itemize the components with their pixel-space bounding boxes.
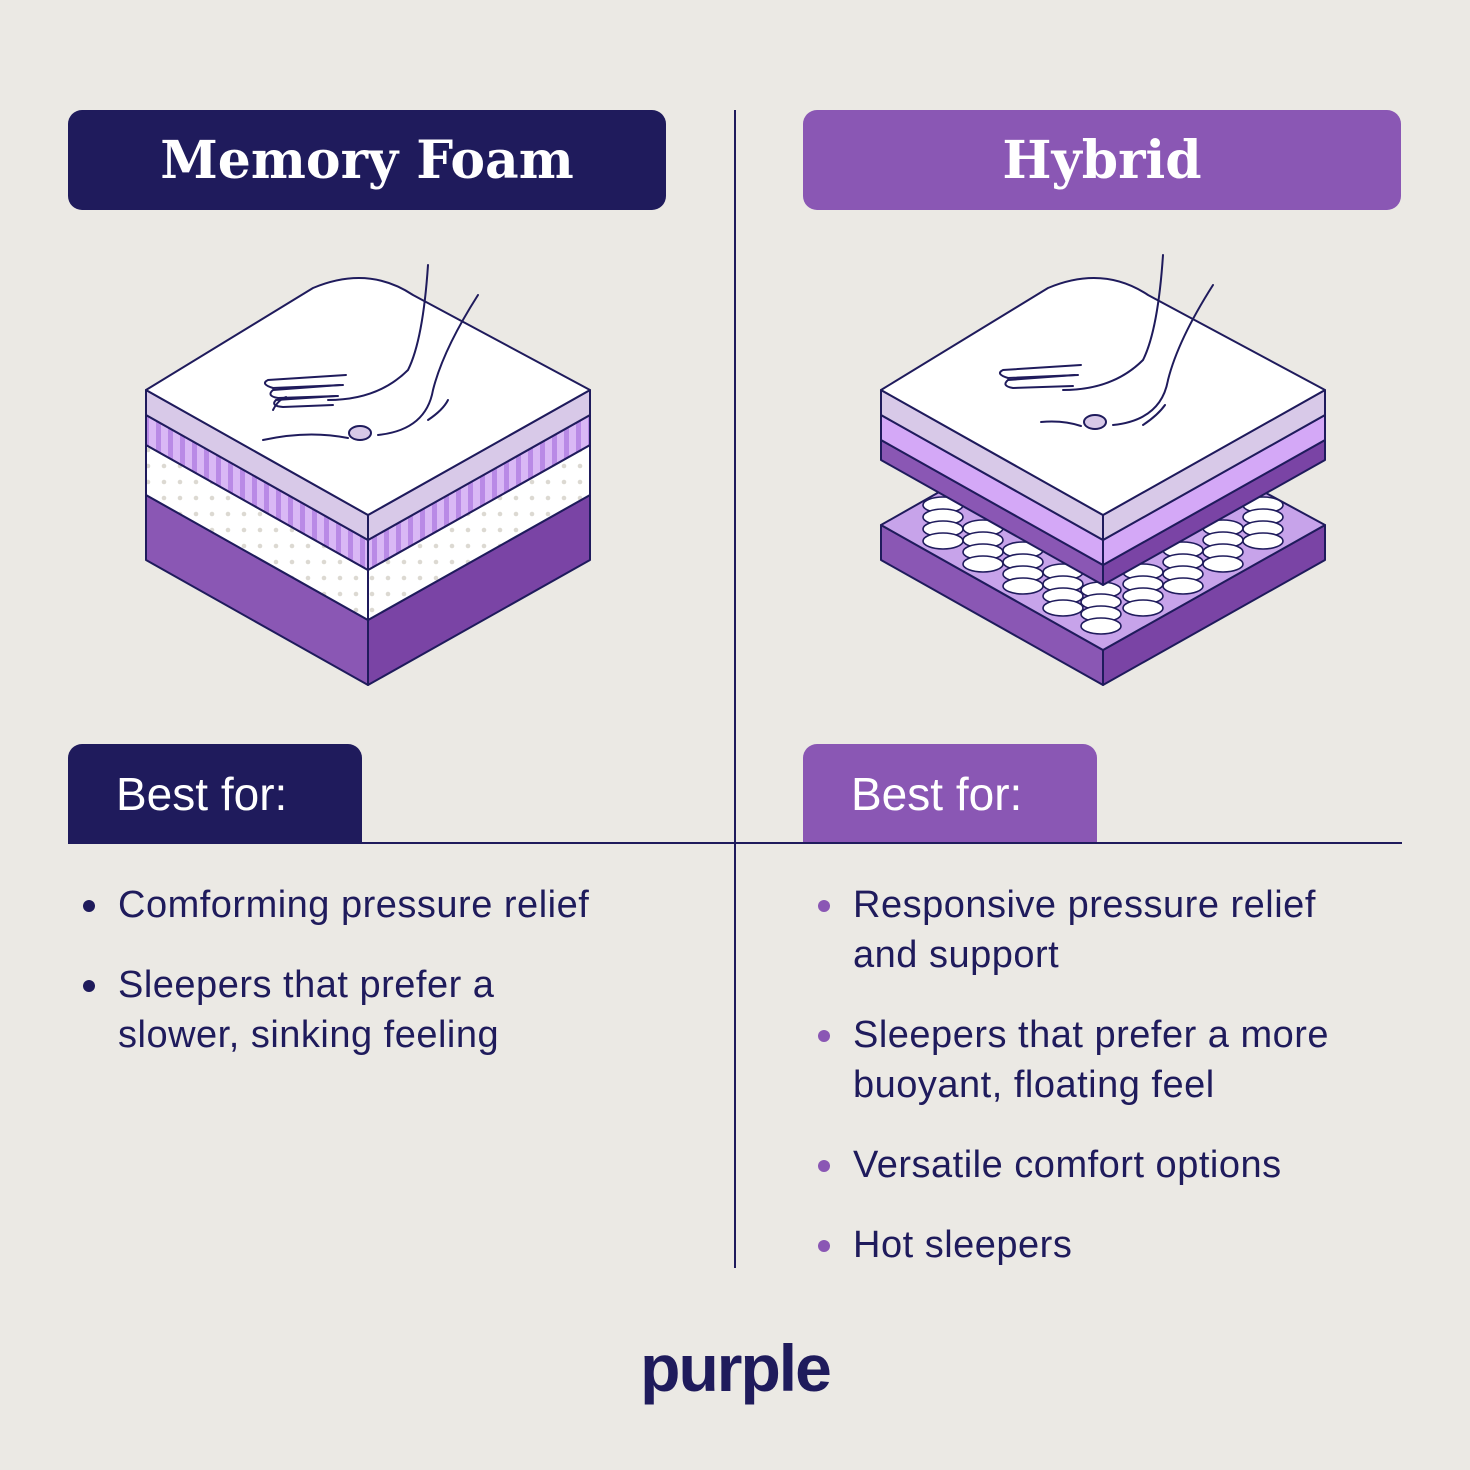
bullet-icon: [818, 900, 830, 912]
horizontal-divider-left: [68, 842, 734, 844]
best-for-label: Best for:: [116, 767, 288, 820]
best-for-tab-memory-foam: Best for:: [68, 744, 362, 843]
list-item: Versatile comfort options: [815, 1140, 1435, 1190]
bullet-icon: [83, 900, 95, 912]
hybrid-benefits-list: Responsive pressure relief and support S…: [815, 880, 1435, 1300]
list-item: Hot sleepers: [815, 1220, 1435, 1270]
list-item: Responsive pressure relief and support: [815, 880, 1373, 980]
best-for-tab-hybrid: Best for:: [803, 744, 1097, 843]
memory-foam-benefits-list: Comforming pressure relief Sleepers that…: [80, 880, 700, 1090]
memory-foam-title: Memory Foam: [68, 110, 666, 210]
best-for-label: Best for:: [851, 767, 1023, 820]
bullet-icon: [818, 1030, 830, 1042]
list-item: Sleepers that prefer a more buoyant, flo…: [815, 1010, 1413, 1110]
memory-foam-mattress-illustration: [145, 264, 591, 686]
bullet-icon: [818, 1240, 830, 1252]
bullet-icon: [818, 1160, 830, 1172]
vertical-divider: [734, 110, 736, 1268]
bullet-icon: [83, 980, 95, 992]
list-item: Sleepers that prefer a slower, sinking f…: [80, 960, 538, 1060]
hybrid-title: Hybrid: [803, 110, 1401, 210]
hybrid-mattress-illustration: [880, 254, 1326, 686]
horizontal-divider-right: [736, 842, 1402, 844]
purple-logo: purple: [640, 1331, 832, 1405]
list-item: Comforming pressure relief: [80, 880, 700, 930]
